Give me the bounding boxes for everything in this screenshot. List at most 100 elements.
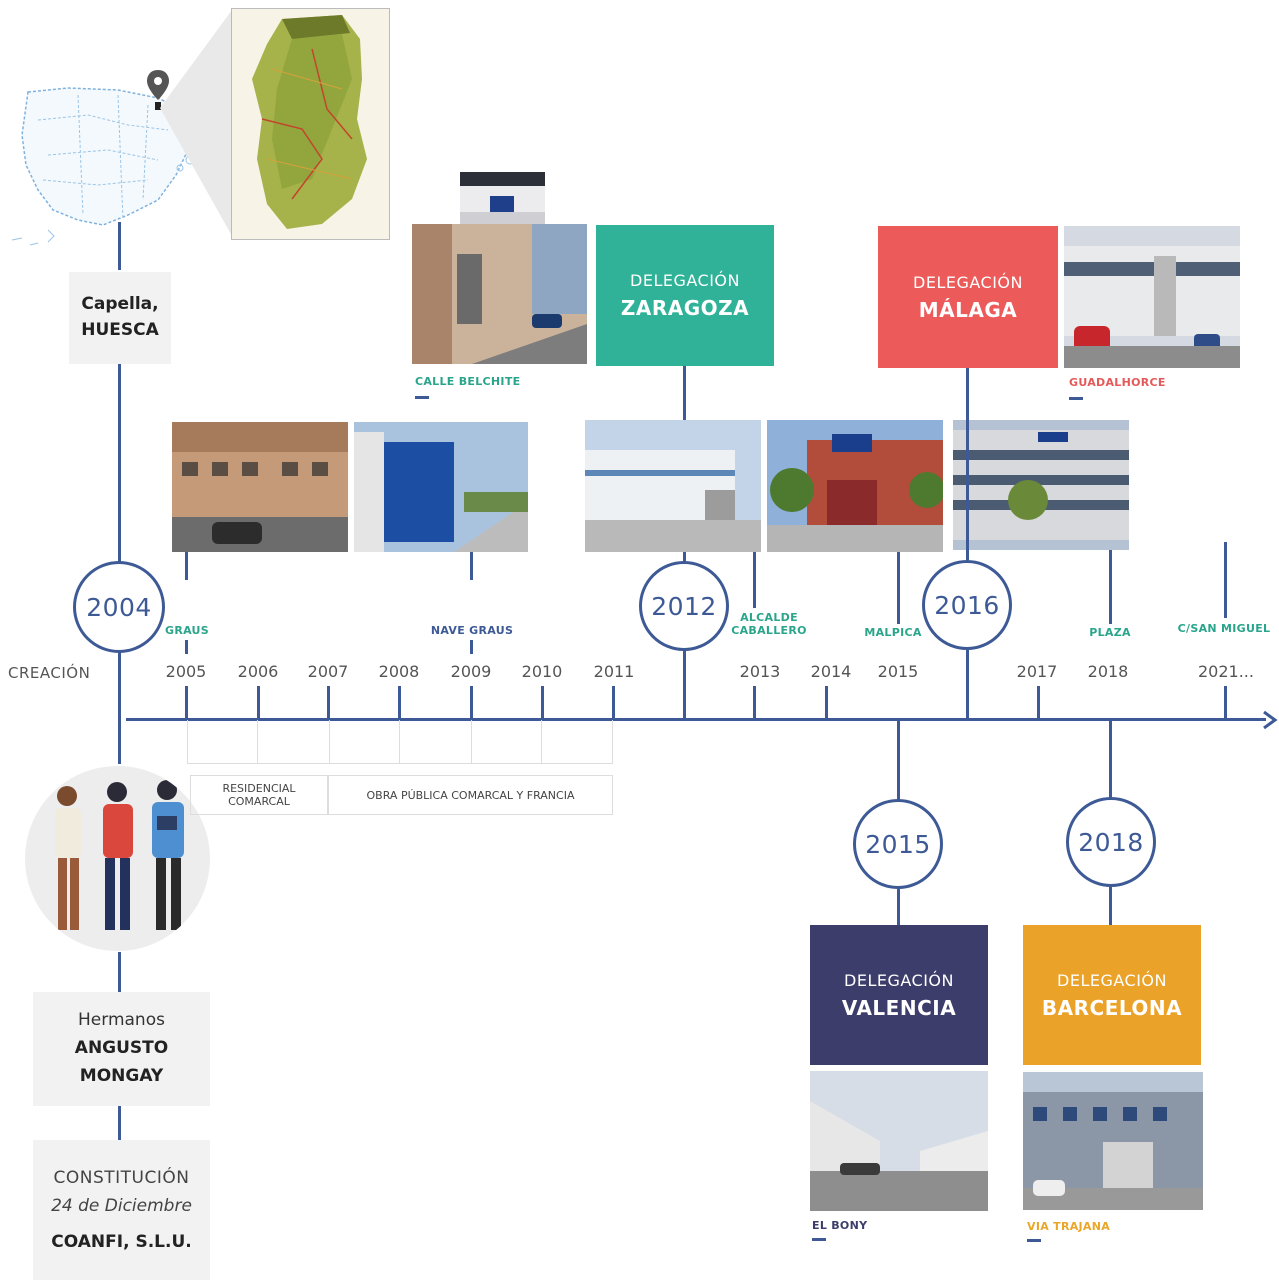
year-label: 2021... bbox=[1198, 662, 1254, 681]
malaga-connector-lower bbox=[966, 650, 969, 720]
year-tick bbox=[470, 686, 473, 720]
milestone-circle-2018: 2018 bbox=[1066, 797, 1156, 887]
site-label-malpica: MALPICA bbox=[864, 626, 922, 639]
founders-label: Hermanos bbox=[78, 1010, 165, 1030]
graus-photo bbox=[172, 422, 348, 552]
year-label: 2008 bbox=[378, 662, 420, 681]
site-label-plaza: PLAZA bbox=[1089, 626, 1131, 639]
year-tick bbox=[185, 686, 188, 720]
delegation-label: DELEGACIÓN bbox=[844, 970, 954, 990]
delegation-label: DELEGACIÓN bbox=[1057, 970, 1167, 990]
map-pin-icon bbox=[145, 68, 171, 112]
year-tick bbox=[541, 686, 544, 720]
year-tick bbox=[612, 686, 615, 720]
year-label: 2011 bbox=[593, 662, 635, 681]
via-trajana-photo bbox=[1023, 1072, 1203, 1210]
year-tick bbox=[825, 686, 828, 720]
caption-guadalhorce: GUADALHORCE bbox=[1069, 376, 1166, 389]
location-box: Capella, HUESCA bbox=[69, 272, 171, 364]
constitution-label: CONSTITUCIÓN bbox=[53, 1168, 190, 1188]
site-label-nave-graus: NAVE GRAUS bbox=[430, 624, 514, 637]
period-grid-divider bbox=[541, 720, 542, 764]
year-label: 2014 bbox=[810, 662, 852, 681]
map-zoom-connector bbox=[160, 8, 240, 238]
caption-dash bbox=[812, 1238, 826, 1241]
calle-belchite-photo bbox=[412, 224, 587, 364]
founders-name-1: ANGUSTO bbox=[74, 1038, 169, 1058]
origin-vertical-line-lower2 bbox=[118, 1106, 121, 1140]
caption-calle-belchite: CALLE BELCHITE bbox=[415, 375, 521, 388]
origin-vertical-line-top bbox=[118, 222, 121, 270]
delegation-zaragoza: DELEGACIÓN ZARAGOZA bbox=[596, 225, 774, 366]
malpica-connector bbox=[897, 552, 900, 624]
barcelona-connector-upper bbox=[1109, 720, 1112, 798]
year-label: 2013 bbox=[739, 662, 781, 681]
barcelona-connector-lower bbox=[1109, 887, 1112, 925]
period-grid bbox=[187, 720, 613, 764]
founders-illustration bbox=[25, 766, 210, 951]
san-miguel-connector bbox=[1224, 542, 1227, 618]
period-grid-divider bbox=[471, 720, 472, 764]
caption-el-bony: EL BONY bbox=[812, 1219, 868, 1232]
delegation-city: ZARAGOZA bbox=[620, 296, 750, 320]
year-label: 2015 bbox=[877, 662, 919, 681]
company-name: COANFI, S.L.U. bbox=[51, 1232, 192, 1252]
origin-vertical-line-lower1 bbox=[118, 952, 121, 992]
timeline-axis bbox=[126, 718, 1266, 721]
year-tick bbox=[753, 686, 756, 720]
year-tick bbox=[327, 686, 330, 720]
alcalde-caballero-photo bbox=[585, 420, 761, 552]
nave-graus-connector bbox=[470, 552, 473, 580]
delegation-valencia: DELEGACIÓN VALENCIA bbox=[810, 925, 988, 1065]
guadalhorce-photo bbox=[1064, 226, 1240, 368]
el-bony-photo bbox=[810, 1071, 988, 1211]
location-town: Capella, bbox=[81, 294, 159, 314]
delegation-city: BARCELONA bbox=[1041, 995, 1183, 1020]
milestone-circle-2015: 2015 bbox=[853, 799, 943, 889]
plaza-connector bbox=[1109, 550, 1112, 624]
year-label: 2018 bbox=[1087, 662, 1129, 681]
year-label: 2009 bbox=[450, 662, 492, 681]
creation-label: CREACIÓN bbox=[8, 664, 91, 682]
arrow-right-icon bbox=[1262, 710, 1278, 730]
site-label-alcalde-line1: ALCALDE bbox=[740, 611, 798, 624]
site-label-alcalde: ALCALDE CABALLERO bbox=[722, 611, 816, 637]
year-tick bbox=[257, 686, 260, 720]
milestone-circle-2004: 2004 bbox=[73, 561, 165, 653]
period-grid-divider bbox=[257, 720, 258, 764]
valencia-connector-lower bbox=[897, 889, 900, 925]
year-label: 2017 bbox=[1016, 662, 1058, 681]
delegation-city: VALENCIA bbox=[841, 995, 957, 1020]
nave-graus-photo bbox=[354, 422, 528, 552]
valencia-connector-upper bbox=[897, 720, 900, 800]
site-label-alcalde-line2: CABALLERO bbox=[731, 624, 807, 637]
delegation-malaga: DELEGACIÓN MÁLAGA bbox=[878, 226, 1058, 368]
alcalde-connector bbox=[753, 552, 756, 608]
year-tick bbox=[1037, 686, 1040, 720]
year-label: 2005 bbox=[165, 662, 207, 681]
graus-connector-lower bbox=[185, 640, 188, 654]
founders-name-2: MONGAY bbox=[79, 1066, 164, 1086]
year-label: 2007 bbox=[307, 662, 349, 681]
caption-dash bbox=[1027, 1239, 1041, 1242]
year-tick bbox=[1224, 686, 1227, 720]
huesca-map bbox=[231, 8, 390, 240]
delegation-city: MÁLAGA bbox=[918, 297, 1018, 322]
milestone-circle-2012: 2012 bbox=[639, 561, 729, 651]
site-label-san-miguel: C/SAN MIGUEL bbox=[1177, 622, 1271, 635]
caption-via-trajana: VIA TRAJANA bbox=[1027, 1220, 1111, 1233]
founders-box: Hermanos ANGUSTO MONGAY bbox=[33, 992, 210, 1106]
year-label: 2006 bbox=[237, 662, 279, 681]
milestone-circle-2016: 2016 bbox=[922, 560, 1012, 650]
site-label-graus: GRAUS bbox=[164, 624, 210, 637]
period-grid-divider bbox=[329, 720, 330, 764]
malpica-photo bbox=[767, 420, 943, 552]
delegation-label: DELEGACIÓN bbox=[913, 272, 1023, 292]
period-obra-publica: OBRA PÚBLICA COMARCAL Y FRANCIA bbox=[328, 775, 613, 815]
caption-dash bbox=[1069, 397, 1083, 400]
period-residencial-line2: COMARCAL bbox=[228, 795, 290, 808]
period-residencial-line1: RESIDENCIAL bbox=[222, 782, 296, 795]
constitution-box: CONSTITUCIÓN 24 de Diciembre COANFI, S.L… bbox=[33, 1140, 210, 1280]
year-tick bbox=[398, 686, 401, 720]
delegation-barcelona: DELEGACIÓN BARCELONA bbox=[1023, 925, 1201, 1065]
